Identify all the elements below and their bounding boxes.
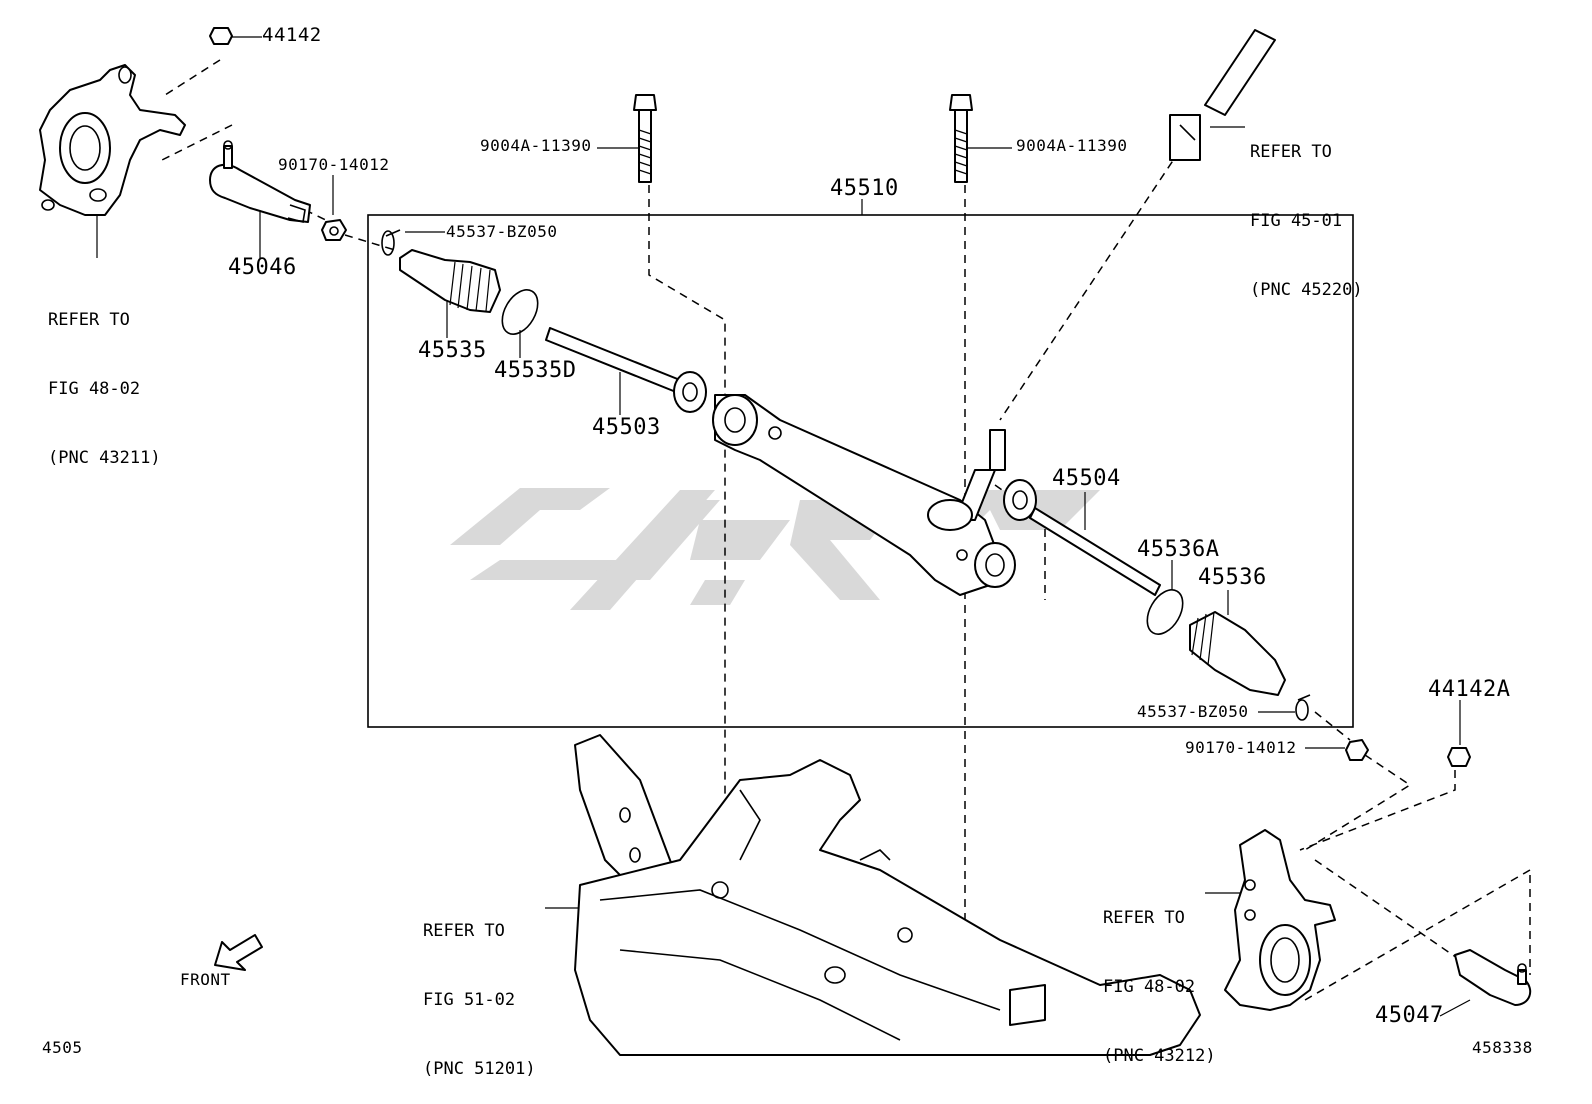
label-45536a: 45536A <box>1137 537 1220 562</box>
front-label: FRONT <box>180 970 231 989</box>
ref-line-1: REFER TO <box>1250 142 1332 162</box>
label-45504: 45504 <box>1052 466 1121 491</box>
assembly-boundary-45510 <box>367 214 1354 728</box>
ring-45535d <box>501 289 539 335</box>
ref-line-1: REFER TO <box>1103 908 1185 928</box>
ref-line-3: (PNC 43212) <box>1103 1046 1216 1066</box>
tie-rod-end-right-45047 <box>1454 949 1532 1006</box>
label-45046: 45046 <box>228 255 297 280</box>
steering-knuckle-right <box>1224 829 1336 1011</box>
steering-intermediate-shaft <box>1169 29 1276 161</box>
ref-steering-shaft: REFER TO FIG 45-01 (PNC 45220) <box>1250 95 1363 325</box>
label-45536: 45536 <box>1198 565 1267 590</box>
nut-44142a <box>1447 747 1471 767</box>
ref-knuckle-left: REFER TO FIG 48-02 (PNC 43211) <box>48 263 161 493</box>
figure-id: 4505 <box>42 1038 83 1057</box>
label-45510: 45510 <box>830 176 899 201</box>
ref-line-3: (PNC 51201) <box>423 1059 536 1079</box>
ref-line-2: FIG 51-02 <box>423 990 516 1010</box>
label-9004a-left: 9004A-11390 <box>480 136 592 155</box>
label-45535d: 45535D <box>494 358 577 383</box>
label-90170-right: 90170-14012 <box>1185 738 1297 757</box>
label-45537-left: 45537-BZ050 <box>446 222 558 241</box>
label-9004a-right: 9004A-11390 <box>1016 136 1128 155</box>
front-arrow-icon <box>214 934 263 971</box>
label-90170-left: 90170-14012 <box>278 155 390 174</box>
ref-line-2: FIG 48-02 <box>48 379 141 399</box>
ref-crossmember: REFER TO FIG 51-02 (PNC 51201) <box>423 874 536 1104</box>
drawing-number: 458338 <box>1472 1038 1533 1057</box>
nut-90170-left <box>321 219 347 241</box>
ref-line-1: REFER TO <box>48 310 130 330</box>
steering-knuckle-left <box>39 64 186 216</box>
ring-45536a <box>1146 589 1184 635</box>
inner-tie-rod-45504 <box>1003 479 1161 596</box>
ref-line-3: (PNC 43211) <box>48 448 161 468</box>
ref-line-2: FIG 48-02 <box>1103 977 1196 997</box>
label-45535: 45535 <box>418 338 487 363</box>
ref-line-3: (PNC 45220) <box>1250 280 1363 300</box>
boot-45535 <box>399 249 501 313</box>
ref-knuckle-right: REFER TO FIG 48-02 (PNC 43212) <box>1103 861 1216 1091</box>
label-45503: 45503 <box>592 415 661 440</box>
steering-rack-housing <box>712 394 1016 596</box>
ref-line-2: FIG 45-01 <box>1250 211 1343 231</box>
leader-lines <box>96 36 1471 1017</box>
boot-45536 <box>1189 611 1286 696</box>
label-45537-right: 45537-BZ050 <box>1137 702 1249 721</box>
clamp-45537-right <box>1295 694 1311 721</box>
bolt-9004a-right <box>949 94 973 183</box>
bolt-9004a-left <box>633 94 657 183</box>
label-44142a: 44142A <box>1428 677 1511 702</box>
label-44142: 44142 <box>262 24 322 46</box>
nut-90170-right <box>1345 739 1369 761</box>
inner-tie-rod-45503 <box>545 327 707 413</box>
clamp-45537-left <box>381 229 401 256</box>
ref-line-1: REFER TO <box>423 921 505 941</box>
tie-rod-end-left-45046 <box>209 140 311 223</box>
front-crossmember <box>574 734 1201 1056</box>
label-45047: 45047 <box>1375 1003 1444 1028</box>
nut-44142 <box>209 27 233 45</box>
